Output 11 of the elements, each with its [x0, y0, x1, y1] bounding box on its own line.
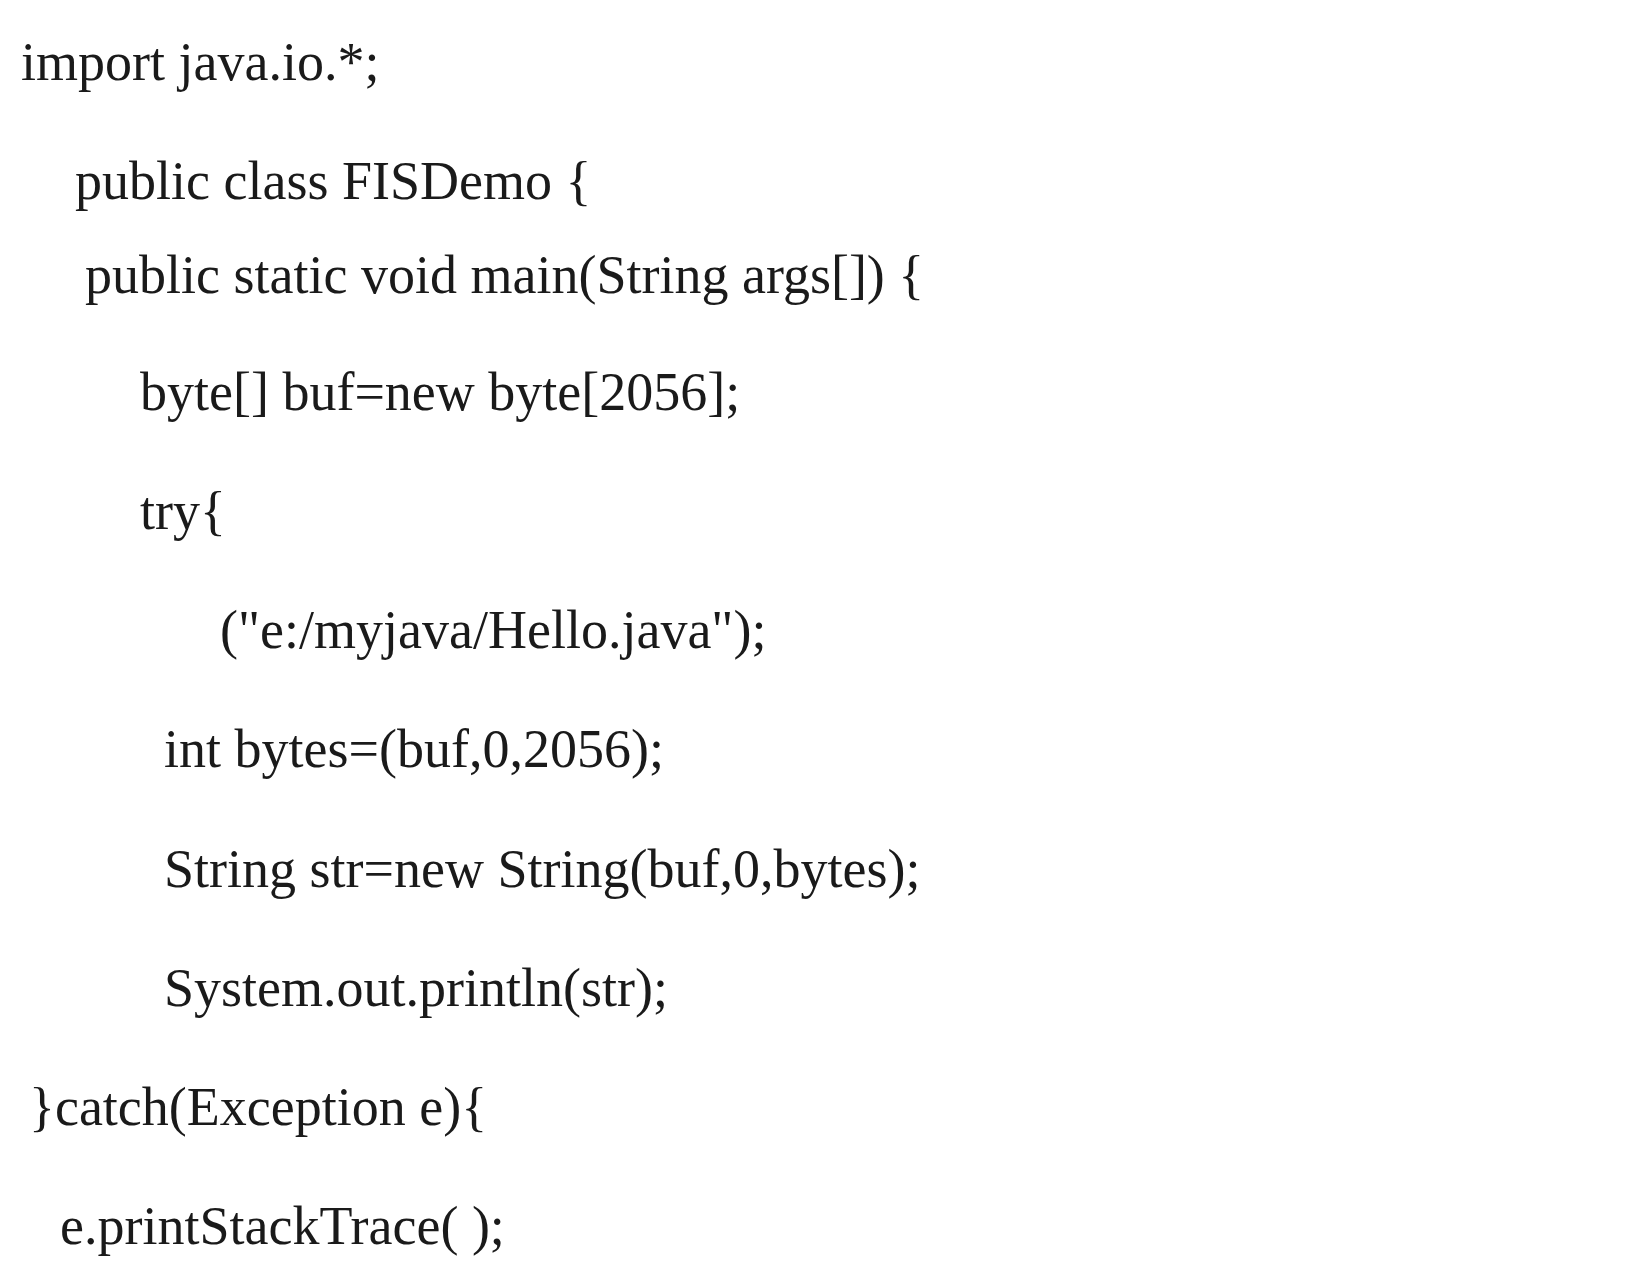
- code-line: int bytes=(buf,0,2056);: [164, 719, 664, 779]
- code-line: byte[] buf=new byte[2056];: [140, 362, 741, 422]
- code-line: e.printStackTrace( );: [60, 1196, 505, 1256]
- code-line: }catch(Exception e){: [29, 1077, 488, 1137]
- code-line: String str=new String(buf,0,bytes);: [164, 839, 921, 899]
- code-line: public static void main(String args[]) {: [85, 245, 925, 305]
- code-line: ("e:/myjava/Hello.java");: [220, 600, 767, 660]
- code-line: import java.io.*;: [21, 32, 380, 92]
- code-line: public class FISDemo {: [75, 151, 592, 211]
- code-line: System.out.println(str);: [164, 958, 668, 1018]
- code-line: try{: [140, 481, 226, 541]
